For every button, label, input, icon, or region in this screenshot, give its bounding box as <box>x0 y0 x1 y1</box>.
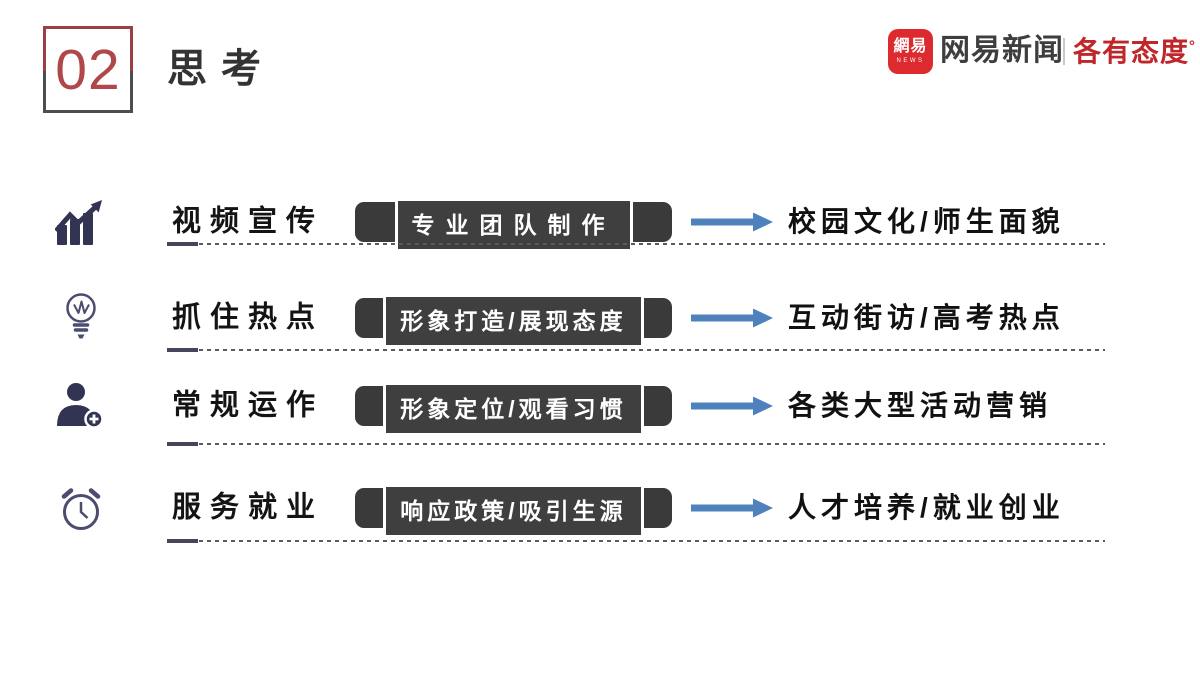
row-label: 常规运作 <box>172 389 325 422</box>
divider-accent <box>167 539 198 543</box>
dotted-divider <box>167 443 1105 445</box>
method-box-label: 专业团队制作 <box>411 211 616 238</box>
box-border-right <box>130 26 133 113</box>
divider-accent <box>167 348 198 352</box>
outcome-text: 互动街访/高考热点 <box>788 302 1065 333</box>
arrow-right-icon <box>690 396 774 416</box>
method-box-inner: 专业团队制作 <box>394 201 633 249</box>
method-box: 专业团队制作 <box>355 201 672 249</box>
dotted-divider <box>167 349 1105 351</box>
box-border-left <box>43 26 46 113</box>
outcome-text: 校园文化/师生面貌 <box>788 206 1065 237</box>
method-box: 形象打造/展现态度 <box>355 297 672 345</box>
method-box-inner: 形象定位/观看习惯 <box>383 385 644 433</box>
dotted-divider <box>167 540 1105 542</box>
method-box-inner: 响应政策/吸引生源 <box>383 487 644 535</box>
app-icon-text: 網易 <box>893 38 928 55</box>
row-label: 抓住热点 <box>172 301 325 334</box>
arrow-right-icon <box>690 212 774 232</box>
outcome-text: 人才培养/就业创业 <box>788 492 1065 523</box>
dotted-divider <box>167 243 1105 245</box>
brand-name: 网易新闻 <box>940 34 1064 67</box>
outcome-text: 各类大型活动营销 <box>788 390 1053 421</box>
row-label: 视频宣传 <box>172 205 325 238</box>
method-box-label: 形象定位/观看习惯 <box>400 395 627 422</box>
trend-chart-icon <box>52 199 110 245</box>
method-box-label: 形象打造/展现态度 <box>400 307 627 334</box>
app-icon-subtext: NEWS <box>896 58 925 64</box>
lightbulb-icon <box>52 292 110 344</box>
arrow-right-icon <box>690 308 774 328</box>
divider-accent <box>167 442 198 446</box>
box-border-bottom <box>43 110 133 113</box>
section-number: 02 <box>55 37 121 102</box>
add-user-icon <box>52 381 110 431</box>
method-box-inner: 形象打造/展现态度 <box>383 297 644 345</box>
alarm-clock-icon <box>52 482 110 534</box>
logo-divider <box>1063 38 1065 65</box>
method-box: 形象定位/观看习惯 <box>355 385 672 433</box>
divider-accent <box>167 242 198 246</box>
netease-app-icon: 網易 NEWS <box>888 29 933 74</box>
method-box-label: 响应政策/吸引生源 <box>400 497 627 524</box>
degree-mark: ° <box>1189 38 1197 55</box>
arrow-right-icon <box>690 498 774 518</box>
brand-tagline: 各有态度° <box>1073 36 1197 67</box>
method-box: 响应政策/吸引生源 <box>355 487 672 535</box>
box-border-top <box>43 26 133 29</box>
row-label: 服务就业 <box>172 491 325 524</box>
section-number-box: 02 <box>43 26 133 113</box>
page-title: 思考 <box>167 47 275 91</box>
